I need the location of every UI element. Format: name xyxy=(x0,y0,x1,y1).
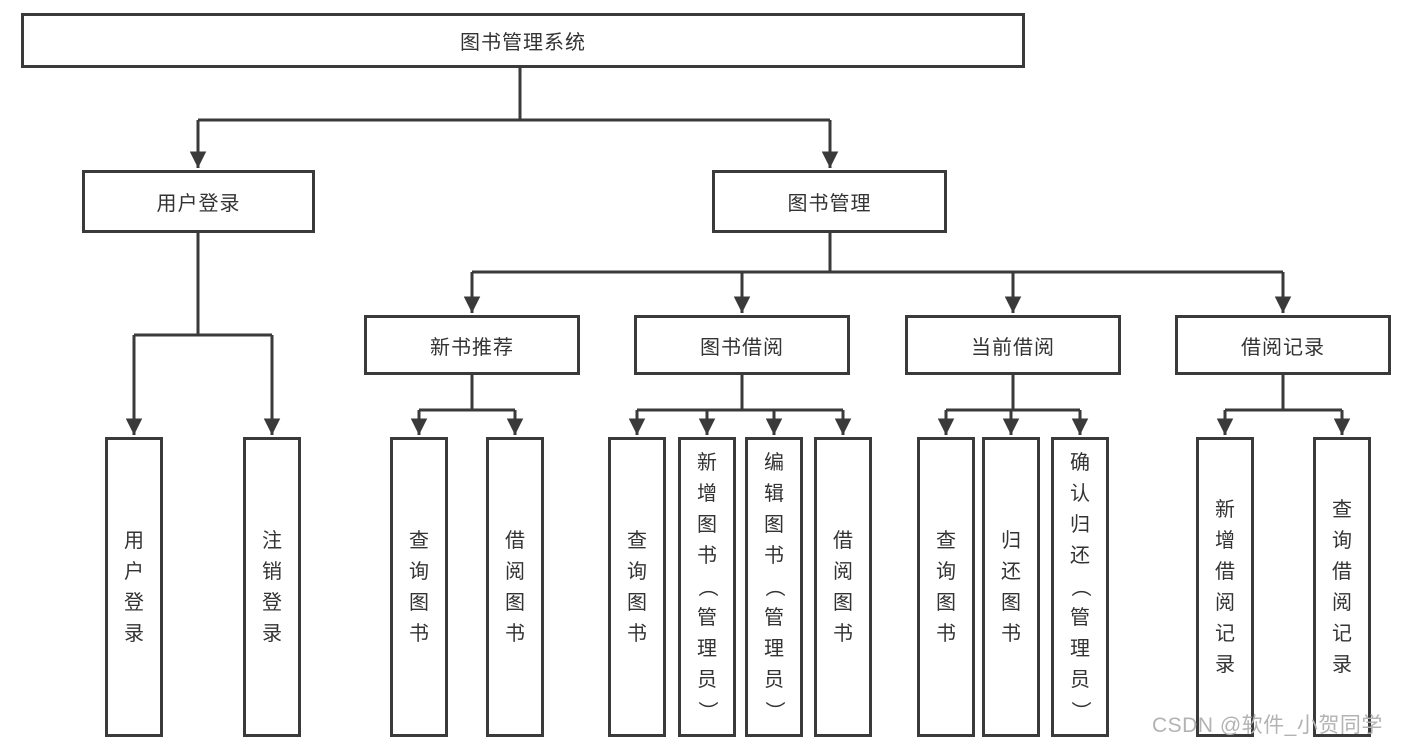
leaf-borrow-books-2: 借阅图书 xyxy=(814,437,872,737)
leaf-user-login: 用户登录 xyxy=(105,437,163,737)
node-current-borrow-label: 当前借阅 xyxy=(971,336,1055,359)
leaf-logout-label: 注销登录 xyxy=(262,529,282,645)
leaf-query-books-1-label: 查询图书 xyxy=(409,529,429,645)
node-user-login: 用户登录 xyxy=(82,170,315,233)
leaf-query-borrow-record-label: 查询借阅记录 xyxy=(1332,498,1352,676)
leaf-edit-books-admin: 编辑图书（管理员） xyxy=(745,437,803,737)
node-current-borrow: 当前借阅 xyxy=(905,315,1121,375)
leaf-return-books: 归还图书 xyxy=(982,437,1040,737)
csdn-watermark: CSDN @软件_小贺同学 xyxy=(1152,714,1383,737)
leaf-borrow-books-2-label: 借阅图书 xyxy=(833,529,853,645)
leaf-borrow-books-1: 借阅图书 xyxy=(486,437,544,737)
leaf-user-login-label: 用户登录 xyxy=(124,529,144,645)
leaf-logout: 注销登录 xyxy=(243,437,301,737)
leaf-query-books-1: 查询图书 xyxy=(390,437,448,737)
leaf-add-books-admin: 新增图书（管理员） xyxy=(678,437,736,737)
node-new-book-recommend: 新书推荐 xyxy=(364,315,580,375)
node-book-borrow-label: 图书借阅 xyxy=(700,336,784,359)
leaf-query-books-2: 查询图书 xyxy=(608,437,666,737)
node-book-borrow: 图书借阅 xyxy=(634,315,850,375)
node-book-management-label: 图书管理 xyxy=(787,193,872,215)
leaf-query-borrow-record: 查询借阅记录 xyxy=(1313,437,1371,737)
leaf-return-books-label: 归还图书 xyxy=(1001,529,1021,645)
leaf-edit-books-admin-label: 编辑图书（管理员） xyxy=(763,452,785,721)
leaf-query-books-3: 查询图书 xyxy=(917,437,975,737)
node-root: 图书管理系统 xyxy=(21,13,1025,68)
node-new-book-recommend-label: 新书推荐 xyxy=(430,336,514,359)
node-borrow-records: 借阅记录 xyxy=(1175,315,1391,375)
leaf-confirm-return-admin-label: 确认归还（管理员） xyxy=(1069,452,1091,721)
node-book-management: 图书管理 xyxy=(712,170,947,233)
leaf-borrow-books-1-label: 借阅图书 xyxy=(505,529,525,645)
leaf-query-books-2-label: 查询图书 xyxy=(627,529,647,645)
leaf-query-books-3-label: 查询图书 xyxy=(936,529,956,645)
node-user-login-label: 用户登录 xyxy=(156,193,241,215)
leaf-confirm-return-admin: 确认归还（管理员） xyxy=(1051,437,1109,737)
leaf-add-borrow-record: 新增借阅记录 xyxy=(1196,437,1254,737)
leaf-add-borrow-record-label: 新增借阅记录 xyxy=(1215,498,1235,676)
leaf-add-books-admin-label: 新增图书（管理员） xyxy=(696,452,718,721)
node-root-label: 图书管理系统 xyxy=(460,32,586,54)
node-borrow-records-label: 借阅记录 xyxy=(1241,336,1325,359)
